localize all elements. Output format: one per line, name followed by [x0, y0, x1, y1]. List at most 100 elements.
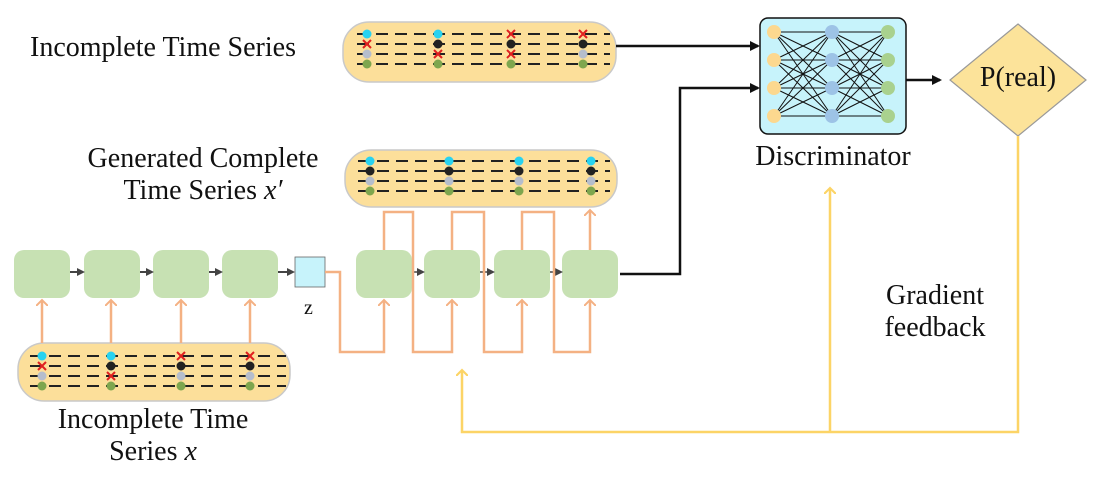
latent-box	[294, 256, 326, 288]
nn-edge	[773, 31, 833, 61]
series-dot	[37, 381, 47, 391]
decoder-cell-4	[562, 250, 618, 298]
nn-node	[825, 81, 839, 95]
missing-value-icon	[362, 39, 372, 49]
encoder-cell-4	[222, 250, 278, 298]
nn-node	[825, 109, 839, 123]
incomplete-series-bottom-label: Incomplete Time Series x	[8, 404, 298, 468]
gradient-feedback-label: Gradient feedback	[860, 280, 1010, 344]
nn-node	[881, 53, 895, 67]
series-dot	[586, 186, 596, 196]
nn-edge	[831, 59, 889, 117]
missing-value-icon	[578, 29, 588, 39]
series-dot	[365, 156, 375, 166]
missing-value-icon	[506, 49, 516, 59]
series-dot	[106, 381, 116, 391]
series-dot	[586, 176, 596, 186]
missing-value-icon	[106, 371, 116, 381]
series-dot	[176, 361, 186, 371]
nn-edge	[773, 59, 833, 117]
generated-label-line1: Generated Complete	[87, 143, 319, 174]
series-dot	[586, 156, 596, 166]
series-dot	[245, 381, 255, 391]
incomplete-series-top	[342, 21, 617, 83]
missing-value-icon	[506, 29, 516, 39]
series-dot	[506, 59, 516, 69]
series-dot	[106, 361, 116, 371]
nn-edge	[773, 31, 833, 89]
series-dot	[106, 351, 116, 361]
series-dot	[37, 351, 47, 361]
encoder-cell-3	[153, 250, 209, 298]
series-dot	[362, 59, 372, 69]
series-dot	[433, 29, 443, 39]
missing-value-icon	[176, 351, 186, 361]
nn-edge	[831, 31, 889, 89]
incomplete-bottom-line2: Series	[109, 436, 185, 467]
decision-label: P(real)	[979, 62, 1057, 93]
series-dot	[578, 39, 588, 49]
series-dot	[245, 361, 255, 371]
encoder-cell-2	[84, 250, 140, 298]
nn-edge	[773, 87, 833, 117]
series-dot	[578, 59, 588, 69]
series-dot	[365, 186, 375, 196]
series-dot	[433, 39, 443, 49]
nn-node	[767, 81, 781, 95]
encoder-cell-1	[14, 250, 70, 298]
decoder-loop-arrow	[520, 210, 590, 354]
series-dot	[514, 186, 524, 196]
incomplete-bottom-variable: x	[184, 436, 197, 467]
series-dot	[37, 371, 47, 381]
missing-value-icon	[433, 49, 443, 59]
incomplete-series-top-label: Incomplete Time Series	[30, 32, 296, 63]
fake-to-discriminator-arrow	[620, 83, 760, 276]
missing-value-icon	[37, 361, 47, 371]
nn-edge	[831, 87, 889, 117]
generated-series-label: Generated Complete Time Series x′	[58, 143, 348, 207]
nn-node	[881, 25, 895, 39]
decoder-loop-arrow	[382, 210, 452, 354]
decoder-loop-arrow	[450, 210, 522, 354]
decoder-cell-2	[424, 250, 480, 298]
incomplete-bottom-line1: Incomplete Time	[57, 404, 249, 435]
nn-edge	[773, 31, 833, 117]
generated-series	[344, 149, 618, 208]
series-dot	[176, 381, 186, 391]
nn-node	[767, 109, 781, 123]
nn-node	[825, 53, 839, 67]
series-dot	[444, 176, 454, 186]
series-dot	[444, 166, 454, 176]
gradient-feedback-line	[462, 136, 1020, 434]
missing-value-icon	[245, 351, 255, 361]
series-dot	[365, 166, 375, 176]
gradient-line2: feedback	[884, 312, 986, 343]
series-dot	[362, 29, 372, 39]
series-dot	[362, 49, 372, 59]
nn-node	[825, 25, 839, 39]
series-dot	[514, 176, 524, 186]
latent-label: z	[304, 297, 313, 319]
nn-edge	[831, 31, 889, 61]
generated-label-line2: Time Series	[123, 175, 264, 206]
generated-variable: x′	[263, 175, 283, 206]
nn-node	[881, 109, 895, 123]
series-dot	[433, 59, 443, 69]
nn-node	[767, 25, 781, 39]
gradient-line1: Gradient	[886, 280, 984, 311]
series-dot	[578, 49, 588, 59]
decoder-loop-arrow	[325, 270, 384, 354]
nn-node	[881, 81, 895, 95]
decoder-cell-3	[494, 250, 550, 298]
decoder-cell-1	[356, 250, 412, 298]
series-dot	[444, 156, 454, 166]
nn-edge	[831, 31, 889, 117]
nn-node	[767, 53, 781, 67]
discriminator-label: Discriminator	[755, 141, 911, 172]
series-dot	[444, 186, 454, 196]
series-dot	[245, 371, 255, 381]
series-dot	[365, 176, 375, 186]
series-dot	[586, 166, 596, 176]
series-dot	[514, 156, 524, 166]
